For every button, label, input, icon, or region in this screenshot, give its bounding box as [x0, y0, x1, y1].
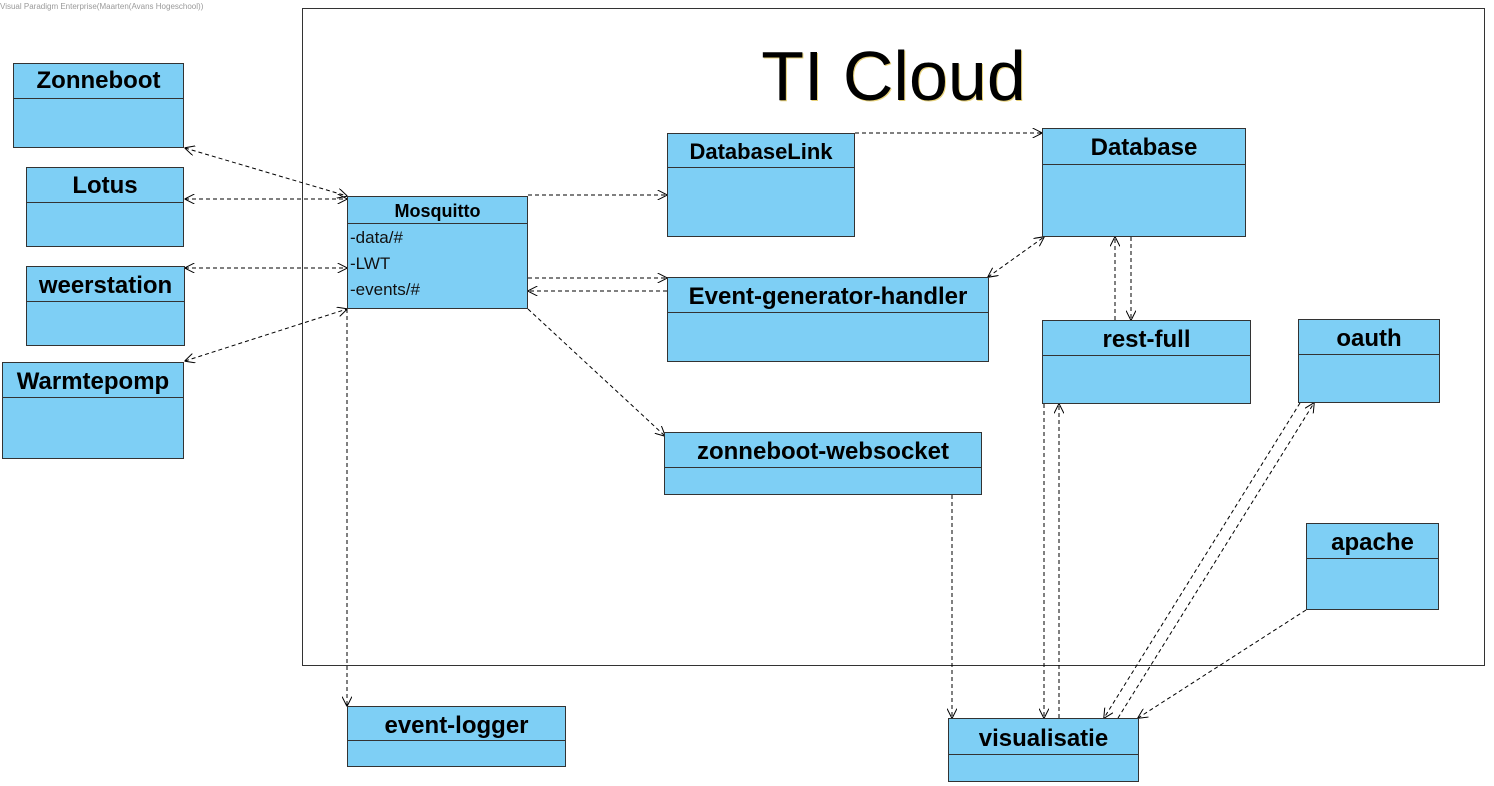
class-name: zonneboot-websocket: [665, 433, 981, 468]
dep-visualisatie-oauth: [1117, 403, 1314, 719]
dep-warmtepomp-mosquitto: [185, 309, 347, 361]
class-name: DatabaseLink: [668, 134, 854, 168]
attribute: -data/#: [350, 228, 403, 247]
class-databaselink[interactable]: DatabaseLink: [667, 133, 855, 237]
class-zonneboot[interactable]: Zonneboot: [13, 63, 184, 148]
ti-cloud-title: TI Cloud: [761, 37, 1026, 115]
dep-apache-visualisatie: [1138, 609, 1307, 718]
class-rest-full[interactable]: rest-full: [1042, 320, 1251, 404]
attribute: -LWT: [350, 254, 391, 273]
watermark-text: Visual Paradigm Enterprise(Maarten(Avans…: [0, 2, 204, 11]
dep-mosquitto-websocket: [527, 308, 665, 436]
class-name: apache: [1307, 524, 1438, 559]
attribute: -events/#: [350, 280, 420, 299]
dep-eventhandler-database: [988, 237, 1044, 277]
class-visualisatie[interactable]: visualisatie: [948, 718, 1139, 782]
attribute-list: -data/# -LWT -events/#: [348, 224, 527, 303]
class-name: visualisatie: [949, 719, 1138, 755]
class-name: weerstation: [27, 267, 184, 302]
class-zonneboot-websocket[interactable]: zonneboot-websocket: [664, 432, 982, 495]
class-name: Lotus: [27, 168, 183, 203]
class-event-logger[interactable]: event-logger: [347, 706, 566, 767]
class-name: Mosquitto: [348, 197, 527, 224]
class-name: oauth: [1299, 320, 1439, 355]
class-warmtepomp[interactable]: Warmtepomp: [2, 362, 184, 459]
class-name: Warmtepomp: [3, 363, 183, 398]
class-apache[interactable]: apache: [1306, 523, 1439, 610]
class-event-generator-handler[interactable]: Event-generator-handler: [667, 277, 989, 362]
class-weerstation[interactable]: weerstation: [26, 266, 185, 346]
dep-oauth-visualisatie: [1104, 402, 1301, 718]
dep-zonneboot-mosquitto: [185, 148, 347, 196]
class-lotus[interactable]: Lotus: [26, 167, 184, 247]
class-name: rest-full: [1043, 321, 1250, 356]
class-mosquitto[interactable]: Mosquitto -data/# -LWT -events/#: [347, 196, 528, 309]
class-name: Event-generator-handler: [668, 278, 988, 313]
class-name: Database: [1043, 129, 1245, 165]
class-name: event-logger: [348, 707, 565, 741]
class-database[interactable]: Database: [1042, 128, 1246, 237]
class-oauth[interactable]: oauth: [1298, 319, 1440, 403]
class-name: Zonneboot: [14, 64, 183, 99]
